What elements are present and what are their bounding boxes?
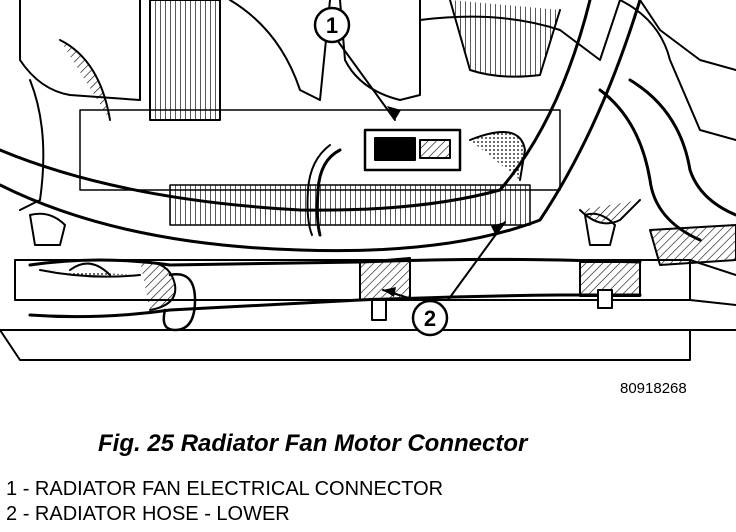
callout-2-label: 2 [424,306,436,331]
legend-item-number: 2 [6,503,18,525]
figure-caption: Fig. 25 Radiator Fan Motor Connector [98,430,528,457]
legend-item-1: 1 - RADIATOR FAN ELECTRICAL CONNECTOR [6,478,444,500]
callout-1-label: 1 [326,13,338,38]
legend-item-number: 1 [6,478,18,500]
legend-item-2: 2 - RADIATOR HOSE - LOWER [6,503,290,525]
legend-item-text: RADIATOR FAN ELECTRICAL CONNECTOR [34,478,444,500]
legend: 1 - RADIATOR FAN ELECTRICAL CONNECTOR 2 … [6,477,443,527]
figure-code: 80918268 [620,380,687,397]
engine-bay-line-drawing: 1 2 [0,0,736,361]
legend-item-text: RADIATOR HOSE - LOWER [34,503,290,525]
callout-2: 2 [411,299,449,337]
callout-1: 1 [313,6,351,44]
